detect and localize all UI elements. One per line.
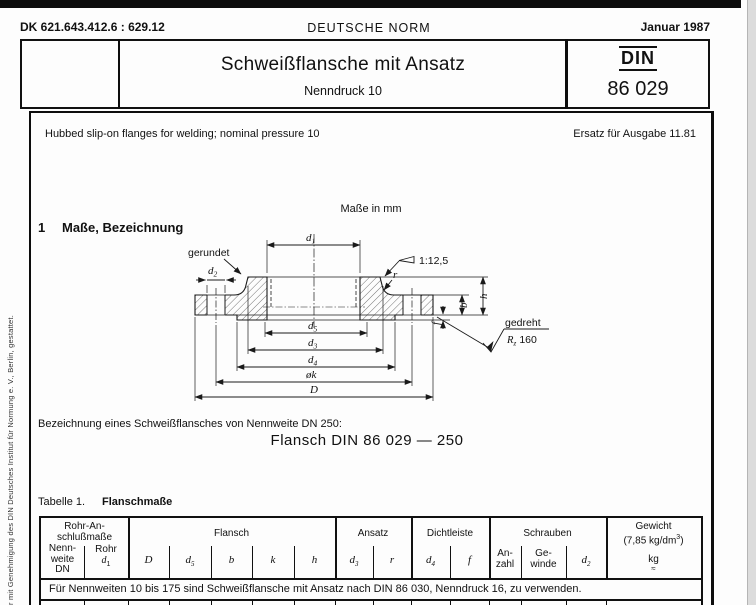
flange-table: Rohr-An-schlußmaße Flansch Ansatz Dichtl… <box>39 516 703 601</box>
dim-label-d5: d5 <box>308 320 318 334</box>
gedreht-label: gedreht <box>505 317 541 329</box>
page-title: Schweißflansche mit Ansatz <box>220 54 466 75</box>
group-schrauben: Schrauben <box>523 528 572 539</box>
dim-label-d2: d2 <box>208 265 218 279</box>
table-subdivider <box>84 546 85 578</box>
ersatz-note: Ersatz für Ausgabe 11.81 <box>573 128 696 140</box>
group-rohr-anschlussmasse: Rohr-An-schlußmaße <box>56 521 112 543</box>
title-box-divider-2 <box>565 39 568 109</box>
col-d4: d4 <box>426 554 435 569</box>
table-divider <box>606 518 608 578</box>
col-k: k <box>270 554 276 566</box>
dim-label-d4: d4 <box>308 354 318 368</box>
title-box-divider-1 <box>118 39 120 109</box>
group-ansatz: Ansatz <box>357 528 389 539</box>
table-divider <box>411 518 413 578</box>
group-gewicht: Gewicht (7,85 kg/dm3) <box>623 521 684 547</box>
group-flansch: Flansch <box>213 528 249 539</box>
table-footnote: Für Nennweiten 10 bis 175 sind Schweißfl… <box>49 583 582 595</box>
date-label: Januar 1987 <box>640 20 710 34</box>
side-copyright-note: r mit Genehmigung des DIN Deutsches Inst… <box>6 315 15 605</box>
content-border-right <box>711 111 714 605</box>
group-dichtleiste: Dichtleiste <box>426 528 474 539</box>
units-note: Maße in mm <box>340 203 402 215</box>
dim-label-d3: d3 <box>308 337 318 351</box>
page-subtitle: Nenndruck 10 <box>304 84 382 98</box>
table-subdivider <box>211 546 212 578</box>
col-D: D <box>144 554 153 566</box>
flange-section-right <box>359 276 434 321</box>
dim-label-b: b <box>458 302 470 308</box>
col-b: b <box>228 554 235 566</box>
section-number: 1 <box>38 220 46 235</box>
bolt-hole-left <box>206 288 226 323</box>
dim-label-D: D <box>309 384 318 396</box>
table-divider <box>335 518 337 578</box>
table-caption-title: Flanschmaße <box>102 496 173 508</box>
flange-drawing: d1 d2 gerundet 1:12,5 r h b f <box>188 232 549 401</box>
table-subdivider <box>566 546 567 578</box>
table-subdivider <box>373 546 374 578</box>
col-rohr-d1: Rohr d1 <box>95 544 117 568</box>
taper-symbol <box>398 255 415 264</box>
taper-label: 1:12,5 <box>419 255 448 267</box>
scanner-edge <box>747 0 756 605</box>
col-r: r <box>389 554 395 566</box>
norm-label: DEUTSCHE NORM <box>307 21 431 35</box>
din-logo: DIN <box>568 46 708 71</box>
dim-label-h: h <box>478 293 490 299</box>
r-leader <box>383 279 393 291</box>
bolt-hole-right <box>402 288 422 323</box>
col-d3: d3 <box>349 554 359 569</box>
col-anzahl: An-zahl <box>495 548 515 570</box>
din-label: DIN <box>619 46 657 71</box>
col-f: f <box>467 554 472 566</box>
english-title: Hubbed slip-on flanges for welding; nomi… <box>45 128 320 140</box>
section-title: Maße, Bezeichnung <box>62 220 184 235</box>
content-border-top <box>29 111 713 113</box>
table-divider <box>128 518 130 578</box>
din-number: 86 029 <box>607 78 669 100</box>
table-subdivider <box>169 546 170 578</box>
taper-leader <box>384 260 400 277</box>
table-divider <box>489 518 491 578</box>
gerundet-leader <box>223 258 242 275</box>
dim-label-d1: d1 <box>306 232 315 246</box>
dim-label-r: r <box>393 269 398 281</box>
title-box <box>20 39 710 109</box>
col-kg: kg ≈ <box>648 554 659 573</box>
gedreht-leader <box>436 316 490 349</box>
dim-label-k: øk <box>305 369 318 381</box>
col-d2: d2 <box>581 554 591 569</box>
dk-number: DK 621.643.412.6 : 629.12 <box>20 20 165 34</box>
col-h: h <box>311 554 318 566</box>
surface-finish-icon <box>482 328 505 353</box>
table-footnote-border <box>41 578 701 580</box>
table-subdivider <box>450 546 451 578</box>
flange-section-left <box>194 276 268 321</box>
top-black-bar <box>0 0 741 8</box>
col-d5: d5 <box>185 554 195 569</box>
designation-text: Flansch DIN 86 029 — 250 <box>270 432 464 449</box>
designation-intro: Bezeichnung eines Schweißflansches von N… <box>38 418 342 430</box>
table-caption-label: Tabelle 1. <box>38 496 86 508</box>
col-gewinde: Ge-winde <box>530 548 557 570</box>
gerundet-label: gerundet <box>188 247 230 259</box>
table-subdivider <box>521 546 522 578</box>
dim-label-f: f <box>430 320 442 325</box>
table-subdivider <box>294 546 295 578</box>
table-subdivider <box>252 546 253 578</box>
content-border-left <box>29 111 31 605</box>
